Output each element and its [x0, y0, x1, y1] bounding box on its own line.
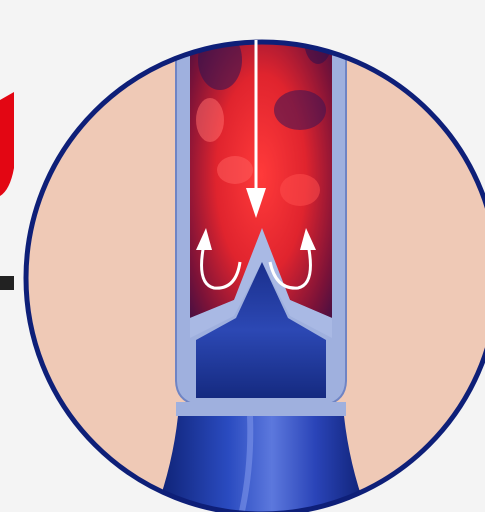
vein-ring [176, 402, 346, 416]
slide-edge-fragment [0, 92, 14, 290]
lower-vein [152, 416, 370, 512]
